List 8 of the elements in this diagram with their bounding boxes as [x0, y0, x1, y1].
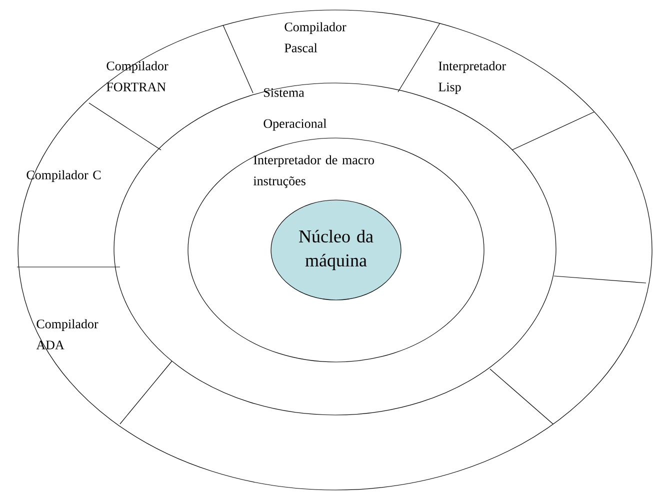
core-label: Núcleo da máquina [299, 230, 374, 270]
ring-ellipse [188, 138, 484, 362]
layer-label: Compilador Pascal [284, 22, 346, 52]
layer-label: Interpretador Lisp [438, 61, 506, 94]
core-ellipse [270, 200, 402, 300]
ring-ellipse [18, 10, 652, 490]
layer-label: Sistema Operacional [264, 88, 326, 131]
layer-label: Interpretador de macro instruções [253, 155, 374, 188]
